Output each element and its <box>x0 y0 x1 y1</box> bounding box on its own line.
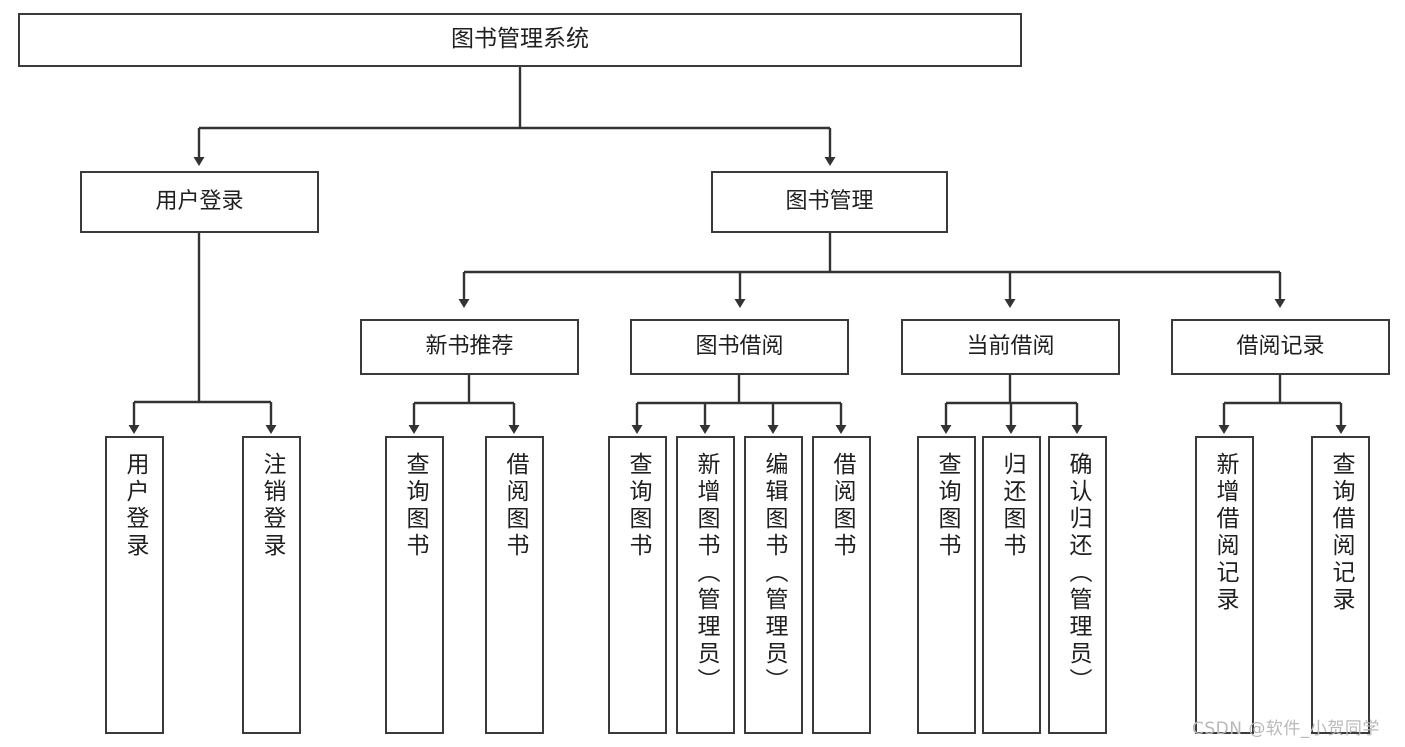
node-leaf-query-book-3-label: 查询图书 <box>934 452 960 560</box>
node-book-borrow[interactable]: 图书借阅 <box>630 319 849 375</box>
node-book-borrow-label: 图书借阅 <box>695 334 784 360</box>
node-leaf-query-record-label: 查询借阅记录 <box>1328 452 1354 614</box>
node-leaf-add-record[interactable]: 新增借阅记录 <box>1195 436 1254 734</box>
node-leaf-borrow-book-2-label: 借阅图书 <box>829 452 855 560</box>
node-leaf-query-book-1[interactable]: 查询图书 <box>385 436 444 734</box>
node-leaf-borrow-book-2[interactable]: 借阅图书 <box>812 436 871 734</box>
node-user-login[interactable]: 用户登录 <box>80 171 319 233</box>
node-leaf-query-record[interactable]: 查询借阅记录 <box>1311 436 1370 734</box>
node-leaf-logout-label: 注销登录 <box>259 452 285 560</box>
node-leaf-return-book-label: 归还图书 <box>999 452 1025 560</box>
node-leaf-add-book[interactable]: 新增图书（管理员） <box>676 436 735 734</box>
node-leaf-confirm-return[interactable]: 确认归还（管理员） <box>1048 436 1107 734</box>
node-root[interactable]: 图书管理系统 <box>18 13 1022 67</box>
node-new-book-rec[interactable]: 新书推荐 <box>360 319 579 375</box>
node-leaf-confirm-return-label: 确认归还（管理员） <box>1065 452 1091 695</box>
node-user-login-label: 用户登录 <box>155 189 244 215</box>
node-leaf-query-book-1-label: 查询图书 <box>402 452 428 560</box>
node-new-book-rec-label: 新书推荐 <box>425 334 514 360</box>
node-leaf-query-book-2-label: 查询图书 <box>625 452 651 560</box>
node-leaf-user-login[interactable]: 用户登录 <box>105 436 164 734</box>
watermark-text: CSDN @软件_小贺同学 <box>1192 719 1380 739</box>
node-book-manage-label: 图书管理 <box>785 189 874 215</box>
node-leaf-user-login-label: 用户登录 <box>122 452 148 560</box>
node-leaf-return-book[interactable]: 归还图书 <box>982 436 1041 734</box>
node-leaf-query-book-2[interactable]: 查询图书 <box>608 436 667 734</box>
node-leaf-add-record-label: 新增借阅记录 <box>1212 452 1238 614</box>
node-current-borrow[interactable]: 当前借阅 <box>901 319 1120 375</box>
node-leaf-edit-book[interactable]: 编辑图书（管理员） <box>744 436 803 734</box>
node-root-label: 图书管理系统 <box>451 26 589 53</box>
node-leaf-edit-book-label: 编辑图书（管理员） <box>761 452 787 695</box>
node-leaf-logout[interactable]: 注销登录 <box>242 436 301 734</box>
node-leaf-borrow-book-1-label: 借阅图书 <box>502 452 528 560</box>
node-book-manage[interactable]: 图书管理 <box>711 171 948 233</box>
node-leaf-add-book-label: 新增图书（管理员） <box>693 452 719 695</box>
node-borrow-record-label: 借阅记录 <box>1236 334 1325 360</box>
node-borrow-record[interactable]: 借阅记录 <box>1171 319 1390 375</box>
node-leaf-query-book-3[interactable]: 查询图书 <box>917 436 976 734</box>
node-current-borrow-label: 当前借阅 <box>966 334 1055 360</box>
node-leaf-borrow-book-1[interactable]: 借阅图书 <box>485 436 544 734</box>
